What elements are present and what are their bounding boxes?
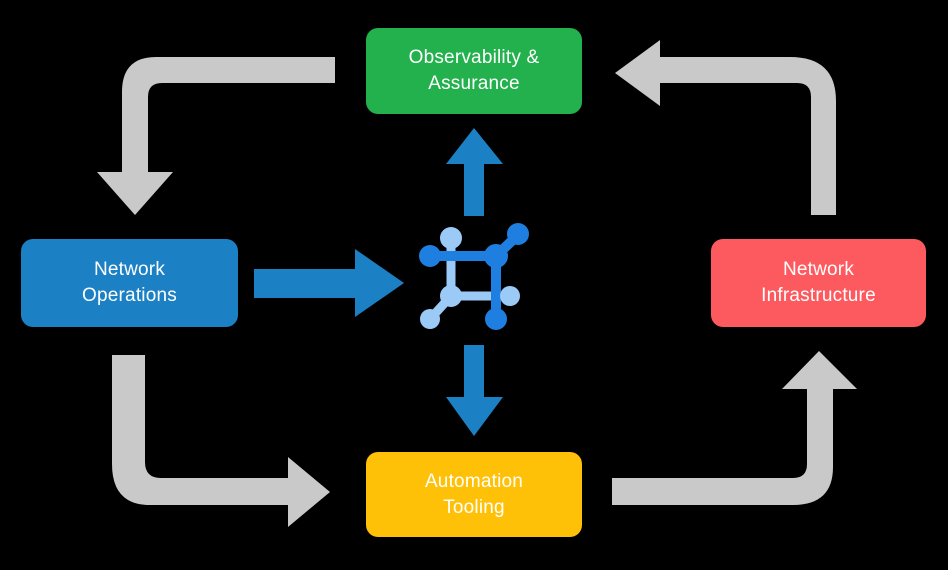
network-topology-icon: [419, 223, 529, 330]
node-network-operations[interactable]: Network Operations: [21, 239, 238, 327]
connector-center-to-observability: [446, 128, 503, 216]
node-observability-assurance[interactable]: Observability & Assurance: [366, 28, 582, 114]
connector-operations-to-automation: [112, 355, 330, 527]
connector-infrastructure-to-observability: [615, 40, 836, 215]
node-label-automation-tooling: Automation Tooling: [424, 470, 524, 518]
node-network-infrastructure[interactable]: Network Infrastructure: [711, 239, 926, 327]
node-label-network-operations: Network Operations: [82, 259, 177, 306]
connector-automation-to-infrastructure: [612, 351, 857, 505]
node-label-observability: Observability & Assurance: [408, 47, 540, 94]
connector-observability-to-operations: [97, 57, 335, 215]
connector-center-to-automation: [446, 345, 503, 436]
node-label-network-infrastructure: Network Infrastructure: [761, 259, 876, 306]
connector-operations-to-center: [254, 249, 404, 317]
node-automation-tooling[interactable]: Automation Tooling: [366, 452, 582, 537]
